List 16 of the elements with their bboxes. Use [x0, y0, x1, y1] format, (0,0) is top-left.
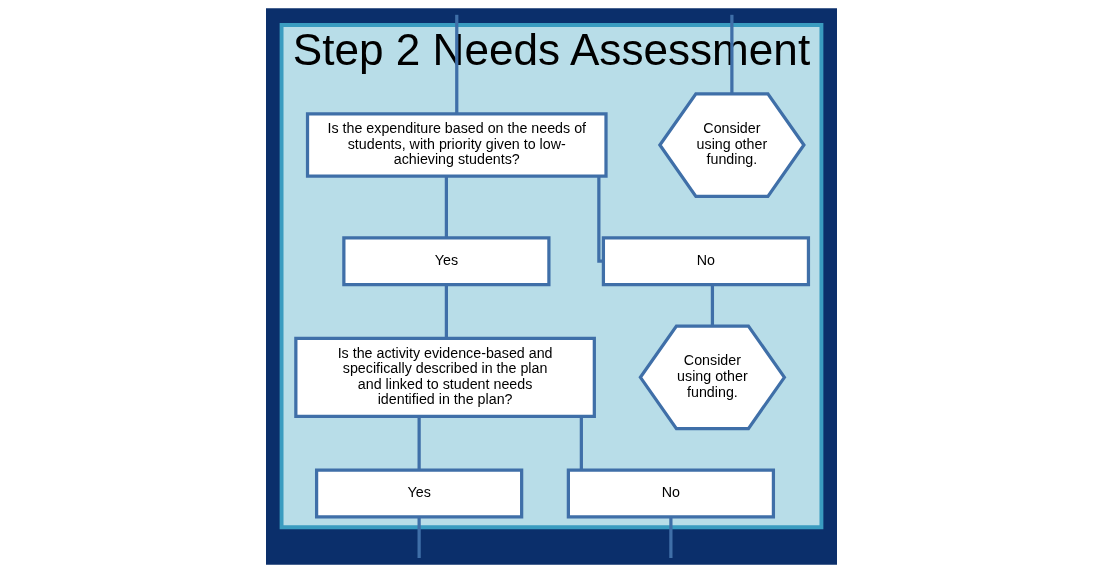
connector: [417, 416, 421, 470]
connector: [454, 14, 458, 114]
connector: [444, 284, 448, 339]
connector: [579, 416, 583, 470]
node-box: Yes: [341, 236, 550, 287]
node-box: No: [566, 468, 775, 519]
connector: [417, 517, 421, 558]
node-box: Is the expenditure based on the needs of students, with priority given to low-achieving students?: [305, 112, 608, 178]
connector: [668, 517, 672, 558]
connector: [729, 14, 733, 94]
connector: [710, 284, 714, 327]
node-box: No: [601, 236, 810, 287]
node-box: Is the activity evidence-based and specifically described in the plan and linked to student needs identified in the plan?: [293, 336, 596, 418]
connector: [444, 176, 448, 238]
connector: [596, 176, 603, 263]
node-box: Yes: [314, 468, 523, 519]
